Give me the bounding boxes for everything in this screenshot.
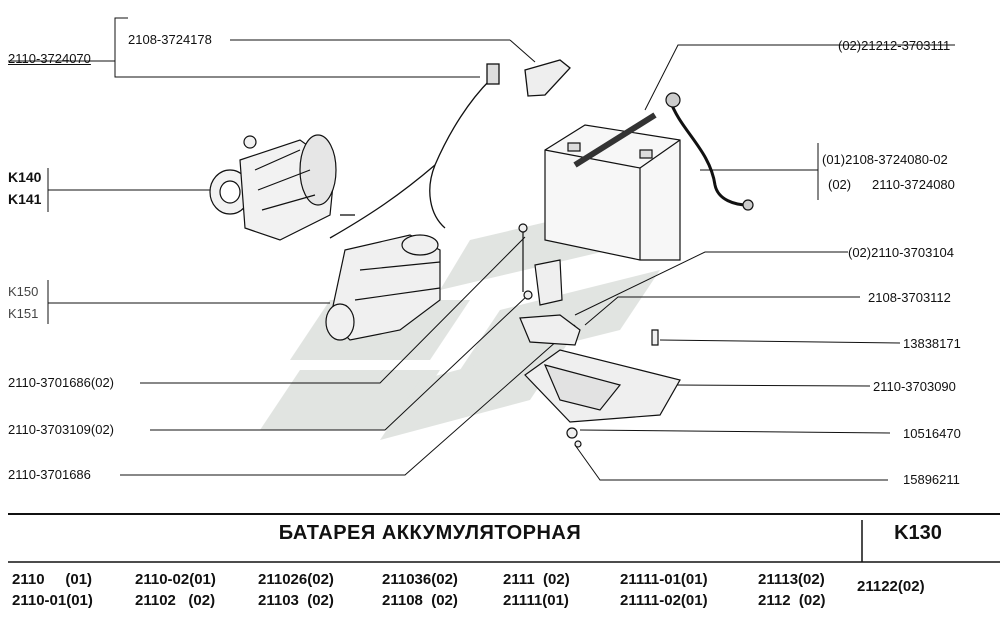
label-cable-part: 2108-3724178: [128, 32, 212, 47]
label-left-3: 2110-3701686: [8, 467, 91, 482]
model-item: 21108 (02): [382, 592, 458, 609]
model-item: 2112 (02): [758, 592, 826, 609]
label-right-1: (02)21212-3703111: [838, 38, 951, 53]
label-right-3: (02)2110-3703104: [848, 245, 955, 260]
label-k140: K140: [8, 169, 42, 185]
label-left-1: 2110-3701686(02): [8, 375, 115, 390]
model-item: 211026(02): [258, 571, 334, 588]
label-right-8: 15896211: [903, 472, 960, 487]
label-right-2b-prefix: (02): [828, 177, 852, 192]
label-k151: K151: [8, 306, 39, 321]
battery-drawing: [544, 92, 754, 261]
model-item: 21111(01): [503, 592, 569, 609]
label-right-4: 2108-3703112: [868, 290, 951, 305]
label-right-5: 13838171: [903, 336, 961, 351]
model-item: 21111-02(01): [620, 592, 708, 609]
model-item: 21102 (02): [135, 592, 216, 609]
footer-frame: [8, 513, 1000, 563]
label-right-6: 2110-3703090: [873, 379, 956, 394]
model-item: 21111-01(01): [620, 571, 708, 588]
model-item: 2110-01(01): [12, 592, 93, 609]
model-item: 2110 (01): [12, 571, 93, 588]
section-code: K130: [894, 522, 942, 544]
cable-drawing: [329, 59, 571, 239]
model-item: 2111 (02): [503, 571, 570, 588]
model-item: 21103 (02): [258, 592, 334, 609]
battery-tray-drawing: [518, 223, 681, 448]
label-right-2b: 2110-3724080: [872, 177, 955, 192]
model-item: 2110-02(01): [135, 571, 216, 588]
label-k141: K141: [8, 191, 42, 207]
label-k150: K150: [8, 284, 39, 299]
model-item: 21122(02): [857, 578, 925, 595]
label-right-2a: (01)2108-3724080-02: [822, 152, 948, 167]
model-item: 21113(02): [758, 571, 825, 588]
leader-lines: [8, 17, 955, 481]
label-top-left-assembly: 2110-3724070: [8, 51, 91, 66]
starter-drawing: [325, 234, 441, 341]
label-right-7: 10516470: [903, 426, 961, 441]
page-title: БАТАРЕЯ АККУМУЛЯТОРНАЯ: [278, 522, 582, 544]
model-item: 211036(02): [382, 571, 458, 588]
alternator-drawing: [209, 134, 337, 241]
label-left-2: 2110-3703109(02): [8, 422, 115, 437]
